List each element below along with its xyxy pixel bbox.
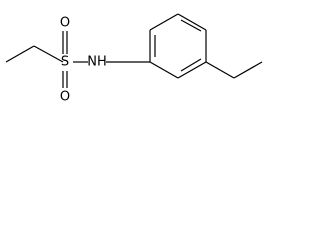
bond-ch2-sulfur (33, 45, 64, 63)
atom-label-oxygen-bottom: O (60, 90, 70, 105)
ring-bond-5 (177, 61, 207, 79)
ring-bond-3 (177, 13, 207, 31)
bond-ring-ch2-right (205, 61, 235, 79)
ring-bond-6 (149, 61, 179, 79)
bond-ch3-ch2-left (5, 45, 35, 63)
atom-label-sulfur: S (61, 55, 69, 70)
ring-double-bond-inner-3 (180, 58, 202, 72)
bond-ch2-ch3-right (233, 61, 263, 79)
atom-label-oxygen-top: O (60, 16, 70, 31)
chemical-structure-diagram: O S O NH (5, 13, 263, 105)
ring-double-bond-inner-2 (180, 19, 202, 32)
ring-bond-2 (149, 13, 179, 31)
atom-label-nh: NH (87, 55, 107, 70)
